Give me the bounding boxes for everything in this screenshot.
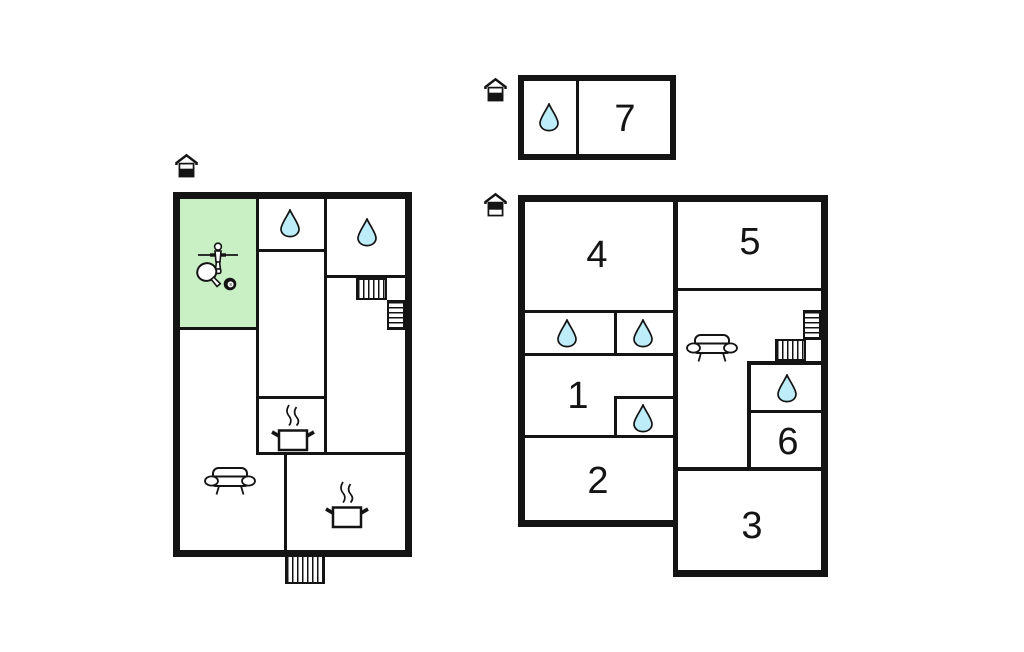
wall <box>259 249 325 252</box>
water-drop-icon <box>777 374 797 403</box>
wall <box>525 353 673 356</box>
wall <box>259 452 405 455</box>
water-drop-icon <box>633 319 653 348</box>
floor-area <box>673 527 828 652</box>
wall <box>180 327 259 330</box>
wall <box>673 202 678 570</box>
stairs-icon <box>775 339 806 361</box>
stove-pot-icon <box>271 404 315 452</box>
wall <box>821 195 828 577</box>
foosball-player-icon <box>198 242 238 275</box>
room-4-label: 4 <box>586 234 608 276</box>
water-drop-icon <box>357 218 377 247</box>
water-drop-icon <box>280 209 300 238</box>
room-5-label: 5 <box>739 221 761 263</box>
house-ground-floor-icon <box>175 153 198 178</box>
sofa-icon <box>686 334 738 362</box>
svg-text:8: 8 <box>229 282 232 287</box>
room-2-label: 2 <box>587 460 609 502</box>
sofa-icon <box>204 467 256 495</box>
water-drop-icon <box>633 404 653 433</box>
wall <box>678 288 821 291</box>
room-6-label: 6 <box>777 421 799 463</box>
wall <box>751 410 821 413</box>
water-drop-icon <box>539 103 559 132</box>
house-ground-floor-icon <box>484 77 507 102</box>
wall <box>259 396 325 399</box>
room-1-label: 1 <box>567 375 589 417</box>
wall <box>518 195 828 202</box>
wall <box>284 455 287 550</box>
room-3-label: 3 <box>741 505 763 547</box>
wall <box>518 195 525 527</box>
billiard-ball-icon: 8 <box>223 277 237 291</box>
wall <box>518 520 678 527</box>
water-drop-icon <box>557 319 577 348</box>
stairs-icon <box>356 278 387 300</box>
table-tennis-paddle-icon <box>196 262 222 288</box>
wall <box>616 396 673 399</box>
house-upper-floor-icon <box>484 192 507 217</box>
game-icons: 8 <box>196 242 238 291</box>
room-7-label: 7 <box>614 98 636 140</box>
wall <box>614 310 617 356</box>
building-annex: 7 <box>518 75 676 160</box>
stove-pot-icon <box>325 481 369 529</box>
wall <box>747 361 821 365</box>
wall <box>576 81 579 154</box>
wall <box>747 361 751 467</box>
wall <box>324 199 327 455</box>
building-main-ground-floor: 8 <box>173 192 412 557</box>
stairs-icon <box>803 310 821 340</box>
wall <box>678 467 821 471</box>
building-upper-floor: 4 5 1 2 3 6 <box>518 195 828 652</box>
wall <box>525 310 673 313</box>
wall <box>525 435 673 438</box>
wall <box>614 396 617 438</box>
entrance-stairs-icon <box>285 557 325 584</box>
wall <box>327 275 405 278</box>
stairs-icon <box>387 300 405 330</box>
wall <box>673 570 828 577</box>
